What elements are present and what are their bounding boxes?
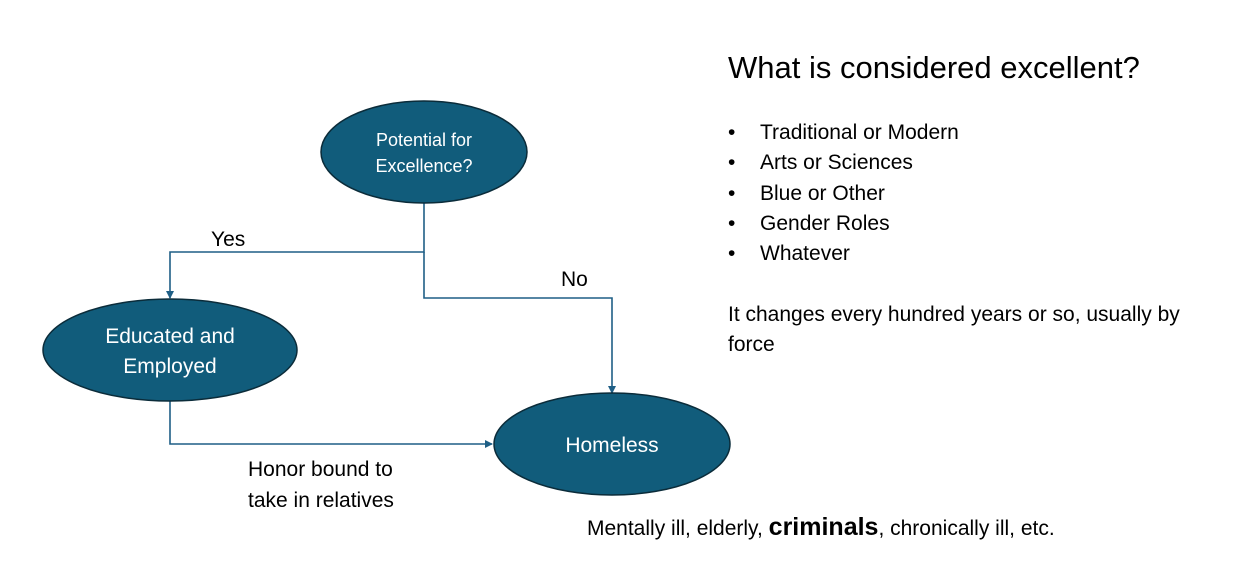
edge-label-honor-line2: take in relatives	[248, 489, 394, 512]
bullet-text: Traditional or Modern	[760, 121, 959, 144]
bullet-glyph: •	[728, 181, 736, 205]
edge-label-yes: Yes	[211, 228, 246, 251]
bullet-glyph: •	[728, 211, 736, 235]
node-potential-label-line2: Excellence?	[375, 156, 472, 176]
node-homeless: Homeless	[493, 392, 731, 496]
bullet-text: Gender Roles	[760, 211, 890, 235]
bullet-glyph: •	[728, 242, 736, 266]
node-educated-shape	[42, 298, 298, 402]
node-potential-shape	[320, 100, 528, 204]
footer-text-start: Mentally ill, elderly,	[587, 517, 769, 540]
node-educated-label-line1: Educated and	[105, 325, 235, 348]
bullet-glyph: •	[728, 121, 736, 144]
node-homeless-shape	[493, 392, 731, 496]
bullet-glyph: •	[728, 151, 736, 175]
connectors	[166, 203, 616, 448]
node-educated-label-line2: Employed	[123, 355, 216, 378]
bullet-item: • Blue or Other	[728, 179, 959, 209]
edge-label-no: No	[561, 268, 588, 291]
bullet-item: • Arts or Sciences	[728, 148, 959, 178]
side-panel-title: What is considered excellent?	[728, 50, 1140, 85]
side-panel-note: It changes every hundred years or so, us…	[728, 303, 1180, 356]
bullet-item: • Traditional or Modern	[728, 118, 959, 148]
bullet-item: • Gender Roles	[728, 209, 959, 239]
excellence-bullet-list: • Traditional or Modern • Arts or Sciences…	[728, 118, 959, 269]
node-homeless-label: Homeless	[565, 434, 658, 457]
bullet-text: Blue or Other	[760, 181, 885, 205]
bullet-item: • Whatever	[728, 239, 959, 269]
node-potential-for-excellence: Potential for Excellence?	[320, 100, 528, 204]
connector-no	[423, 252, 616, 394]
node-potential-label-line1: Potential for	[376, 130, 472, 150]
footer-text-end: , chronically ill, etc.	[878, 517, 1055, 540]
edge-label-honor-line1: Honor bound to	[248, 458, 393, 481]
footer-text-bold: criminals	[768, 513, 879, 541]
footer-caption: Mentally ill, elderly, criminals, chroni…	[587, 510, 1055, 546]
bullet-text: Whatever	[760, 242, 850, 266]
node-educated-employed: Educated and Employed	[42, 298, 298, 402]
connector-yes	[166, 203, 425, 299]
bullet-text: Arts or Sciences	[760, 151, 913, 175]
connector-honor	[169, 401, 493, 448]
